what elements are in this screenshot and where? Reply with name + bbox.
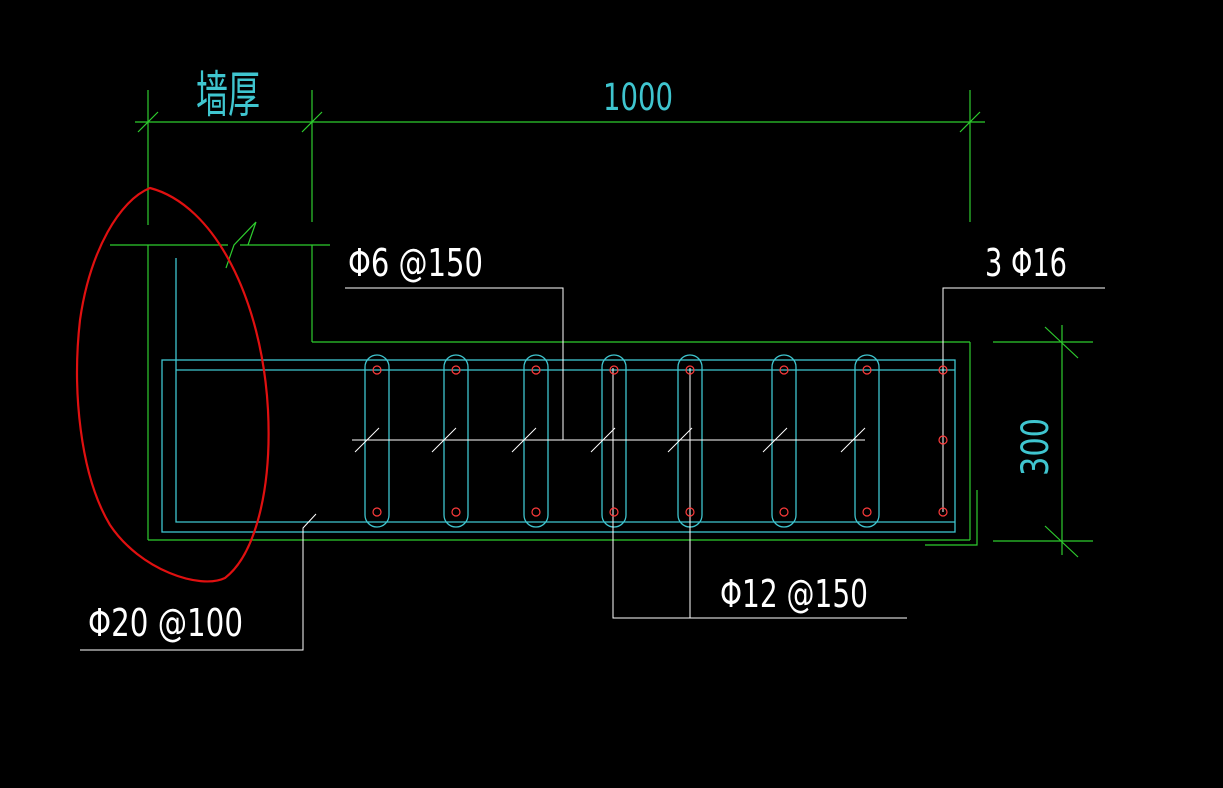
bar-dot xyxy=(372,365,382,375)
stirrup xyxy=(677,354,703,528)
bar-dot xyxy=(609,365,619,375)
bar-dot xyxy=(531,365,541,375)
bar-dot xyxy=(609,507,619,517)
bar-dot xyxy=(938,507,948,517)
stirrup xyxy=(601,354,627,528)
slab-corner-mark xyxy=(925,490,978,546)
wall-thickness-label: 墙厚 xyxy=(196,66,260,124)
distribution-bar-tick xyxy=(667,427,693,453)
markup-circle xyxy=(76,186,270,583)
top-bars-label: 3 Φ16 xyxy=(985,241,1067,286)
stirrups xyxy=(364,354,880,528)
slab-main-rebar-outline xyxy=(161,359,956,533)
length-dimension-label: 1000 xyxy=(603,76,673,120)
bar-dot xyxy=(779,507,789,517)
wall-bars-label: Φ20 @100 xyxy=(88,601,243,646)
dimension-lines xyxy=(110,90,1093,558)
stirrup xyxy=(443,354,469,528)
dimension-tick xyxy=(1044,525,1079,558)
wall-vertical-bar xyxy=(175,258,955,523)
bar-dot xyxy=(531,507,541,517)
dimension-tick xyxy=(959,111,981,133)
dimension-tick xyxy=(301,111,323,133)
distribution-bar-tick xyxy=(511,427,537,453)
dimension-tick xyxy=(137,111,159,133)
distribution-bar-ticks xyxy=(354,427,866,453)
bar-dot xyxy=(451,507,461,517)
distribution-bar-tick xyxy=(590,427,616,453)
dimension-tick xyxy=(1044,326,1079,359)
bar-dot xyxy=(862,365,872,375)
distribution-bar-tick xyxy=(840,427,866,453)
distribution-bar-tick xyxy=(354,427,380,453)
rebar-group xyxy=(161,258,956,533)
top-bars-leader xyxy=(942,287,1105,512)
tie-bars-leader xyxy=(612,368,907,619)
bar-dot xyxy=(938,435,948,445)
leader-lines xyxy=(80,287,1105,651)
bar-dot xyxy=(372,507,382,517)
bar-dot xyxy=(862,507,872,517)
bar-dot xyxy=(451,365,461,375)
wall-bars-leader xyxy=(80,513,317,651)
stirrup xyxy=(854,354,880,528)
distribution-bar-tick xyxy=(762,427,788,453)
height-dimension-label: 300 xyxy=(1014,418,1058,476)
stirrup xyxy=(523,354,549,528)
stirrup xyxy=(771,354,797,528)
bar-dot xyxy=(685,365,695,375)
stirrup-leader xyxy=(345,287,564,440)
stirrup xyxy=(364,354,390,528)
bar-dot xyxy=(685,507,695,517)
bar-section-dots xyxy=(372,365,948,517)
stirrup-label: Φ6 @150 xyxy=(348,241,483,286)
distribution-bar-tick xyxy=(431,427,457,453)
bar-dot xyxy=(938,365,948,375)
wall-break-symbol xyxy=(225,221,257,269)
bar-dot xyxy=(779,365,789,375)
tie-bars-label: Φ12 @150 xyxy=(720,572,868,617)
